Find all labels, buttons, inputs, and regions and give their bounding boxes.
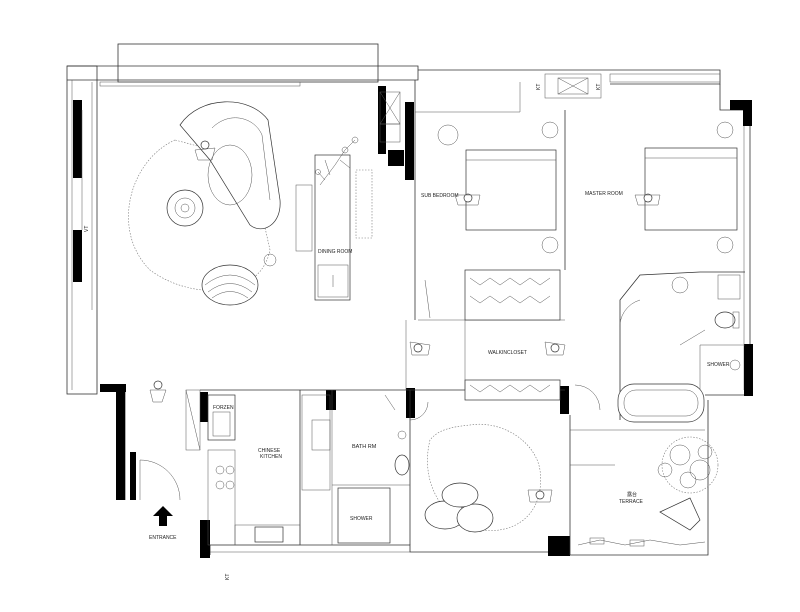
kitchen-label-line1: CHINESE bbox=[258, 448, 281, 454]
frozen-label: FORZEN bbox=[213, 405, 234, 411]
kt-top-label-1: KT bbox=[536, 84, 542, 90]
master-room-label: MASTER ROOM bbox=[585, 191, 623, 197]
shower-label-bath: SHOWER bbox=[350, 516, 373, 522]
plant-icon bbox=[315, 136, 359, 186]
person-icon bbox=[634, 193, 661, 206]
person-icon bbox=[194, 140, 216, 161]
top-kitchen-counter: KT KT bbox=[536, 73, 602, 99]
terrace: 露台 TERRACE bbox=[577, 436, 719, 547]
living-room: VT bbox=[81, 101, 281, 403]
walk-in-closet: WALKINCLOSET bbox=[409, 269, 566, 401]
entrance: ENTRANCE bbox=[139, 459, 181, 541]
round-side-table-icon bbox=[166, 189, 204, 227]
terrace-cn-label: 露台 bbox=[627, 491, 637, 498]
entrance-arrow-icon bbox=[153, 506, 173, 526]
master-bath: SHOWER bbox=[617, 274, 741, 423]
lounge-room bbox=[424, 423, 553, 533]
bath-rm-label: BATH RM bbox=[352, 444, 377, 450]
kitchen-label-line2: KITCHEN bbox=[260, 454, 282, 460]
entrance-label: ENTRANCE bbox=[149, 535, 177, 541]
sub-bedroom: SUB BEDROOM bbox=[421, 121, 559, 319]
shower-label-master: SHOWER bbox=[707, 362, 730, 368]
bath-room: BATH RM SHOWER bbox=[311, 394, 410, 544]
person-icon bbox=[409, 341, 431, 356]
tree-icon bbox=[657, 436, 719, 494]
person-icon bbox=[454, 193, 481, 206]
person-icon bbox=[544, 341, 566, 356]
living-vt-label: VT bbox=[84, 226, 90, 232]
kt-bottom-label: KT bbox=[225, 574, 231, 580]
wicker-sofa-icon bbox=[424, 482, 494, 533]
windows bbox=[99, 81, 401, 451]
person-icon bbox=[149, 380, 167, 403]
terrace-label: TERRACE bbox=[619, 499, 644, 505]
wicker-chair-icon bbox=[201, 264, 259, 306]
doors bbox=[409, 299, 641, 421]
sub-bedroom-label: SUB BEDROOM bbox=[421, 193, 459, 199]
chinese-kitchen: FORZEN CHINESE KITCHEN KT bbox=[207, 394, 331, 580]
person-icon bbox=[527, 489, 553, 503]
dining-room: DINING ROOM bbox=[295, 136, 373, 301]
lounge-chair-icon bbox=[179, 101, 281, 230]
structural-walls bbox=[73, 86, 753, 558]
dining-room-label: DINING ROOM bbox=[318, 249, 352, 255]
walk-in-closet-label: WALKINCLOSET bbox=[488, 350, 527, 356]
master-room: MASTER ROOM bbox=[585, 121, 738, 254]
kt-top-label-2: KT bbox=[596, 84, 602, 90]
